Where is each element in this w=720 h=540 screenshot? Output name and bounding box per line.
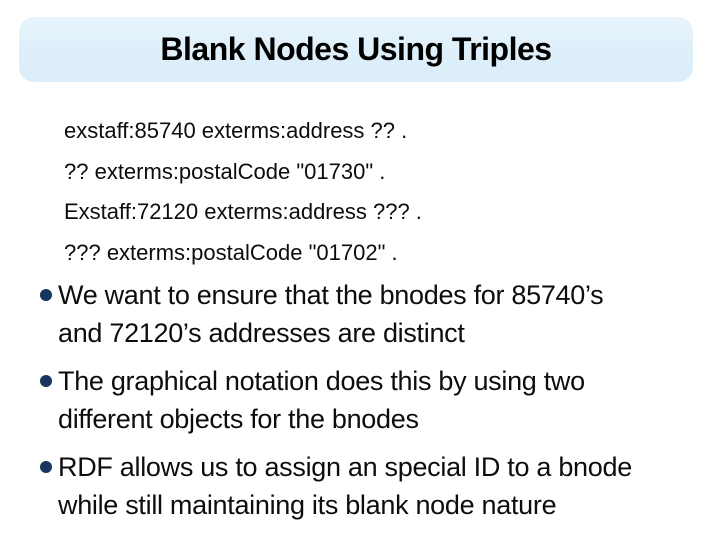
bullet-text-line: while still maintaining its blank node n… — [58, 490, 557, 520]
bullet-text-line: and 72120’s addresses are distinct — [58, 318, 465, 348]
code-line-4: ??? exterms:postalCode "01702" . — [64, 239, 398, 265]
bullet-item-distinct-bnodes: We want to ensure that the bnodes for 85… — [40, 276, 700, 352]
bullet-text-line: RDF allows us to assign an special ID to… — [58, 452, 632, 482]
slide-title: Blank Nodes Using Triples — [160, 31, 552, 67]
code-line-1: exstaff:85740 exterms:address ?? . — [64, 118, 408, 143]
bullet-list: We want to ensure that the bnodes for 85… — [40, 276, 700, 534]
title-band: Blank Nodes Using Triples — [19, 17, 693, 82]
triples-code-block: exstaff:85740 exterms:address ?? . ?? ex… — [64, 111, 422, 273]
code-line-2: ?? exterms:postalCode "01730" . — [64, 158, 386, 184]
bullet-text-line: The graphical notation does this by usin… — [58, 366, 585, 396]
bullet-dot-icon — [40, 461, 52, 473]
bullet-text-line: We want to ensure that the bnodes for 85… — [58, 280, 604, 310]
bullet-dot-icon — [40, 375, 52, 387]
bullet-text-line: different objects for the bnodes — [58, 404, 419, 434]
bullet-item-rdf-special-id: RDF allows us to assign an special ID to… — [40, 448, 700, 524]
bullet-item-graphical-notation: The graphical notation does this by usin… — [40, 362, 700, 438]
bullet-dot-icon — [40, 289, 52, 301]
code-line-3: Exstaff:72120 exterms:address ??? . — [64, 199, 422, 224]
